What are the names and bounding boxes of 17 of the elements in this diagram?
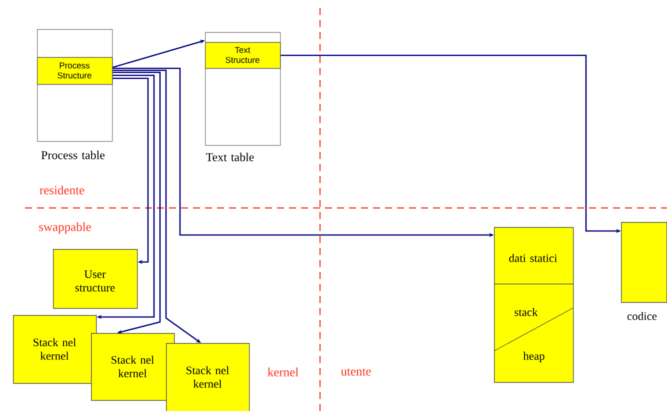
region-label: kernel	[268, 368, 298, 376]
table-entry: Process Structure	[37, 57, 113, 85]
stack-box: Stack nel kernel	[91, 332, 175, 401]
region-label: utente	[340, 368, 371, 376]
user-structure-box: User structure	[53, 249, 138, 309]
stack-box: Stack nel kernel	[13, 314, 97, 384]
arrow	[112, 72, 161, 334]
memory-segment: dati statici stack heap	[494, 227, 574, 383]
node-label: Process table	[41, 150, 105, 160]
stack-box: Stack nel kernel	[166, 342, 250, 411]
node-label: codice	[627, 312, 657, 320]
region-label: residente	[40, 186, 84, 194]
table-entry: Text Structure	[205, 42, 281, 69]
node-label: Text table	[206, 152, 254, 162]
arrow	[112, 78, 149, 264]
region-label: swappable	[39, 222, 91, 234]
code-segment: codice	[621, 222, 667, 320]
